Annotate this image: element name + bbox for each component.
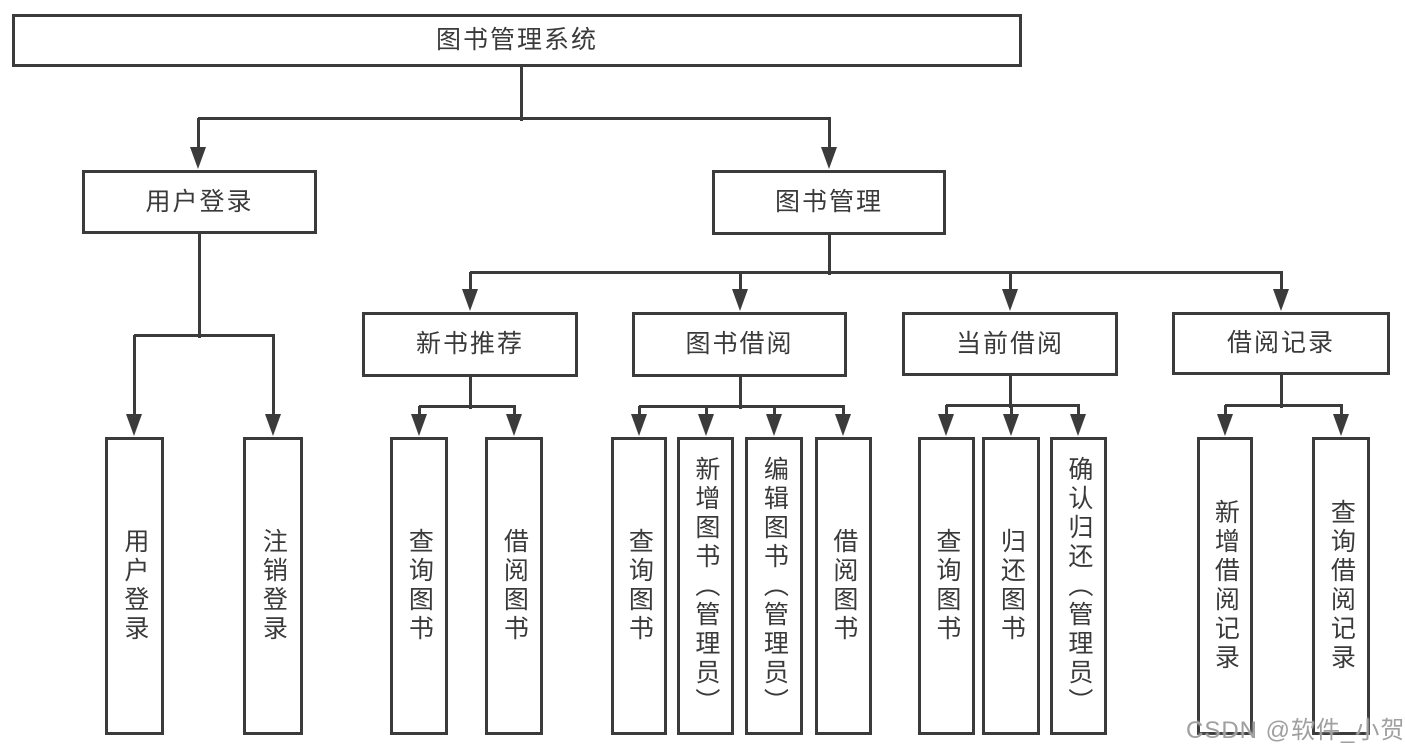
connector-arrowhead bbox=[1273, 289, 1289, 311]
node-label-leaf-add-books: 新增图书（管理员） bbox=[691, 455, 720, 717]
connector-arrow-stem bbox=[197, 118, 200, 153]
node-leaf-borrow-books-2: 借阅图书 bbox=[815, 437, 872, 735]
connector-arrow-stem bbox=[272, 335, 275, 420]
connector-arrowhead bbox=[506, 414, 522, 436]
connector-line bbox=[739, 376, 742, 409]
node-leaf-return-books: 归还图书 bbox=[982, 437, 1040, 735]
connector-arrowhead bbox=[631, 414, 647, 436]
connector-arrowhead bbox=[190, 147, 206, 169]
connector-arrow-stem bbox=[828, 118, 831, 153]
node-label-leaf-query-books-1: 查询图书 bbox=[405, 528, 434, 644]
node-leaf-confirm-return: 确认归还（管理员） bbox=[1050, 437, 1107, 735]
node-leaf-add-books: 新增图书（管理员） bbox=[677, 437, 734, 735]
connector-arrow-stem bbox=[638, 406, 641, 420]
node-label-current-borrowing: 当前借阅 bbox=[955, 329, 1064, 358]
node-leaf-edit-books: 编辑图书（管理员） bbox=[745, 437, 803, 735]
connector-arrow-stem bbox=[418, 406, 421, 420]
connector-line bbox=[198, 117, 831, 120]
connector-arrowhead bbox=[732, 289, 748, 311]
node-leaf-user-login: 用户登录 bbox=[105, 437, 164, 735]
connector-arrow-stem bbox=[773, 406, 776, 420]
node-label-leaf-return-books: 归还图书 bbox=[997, 528, 1026, 644]
node-label-leaf-add-record: 新增借阅记录 bbox=[1211, 499, 1240, 673]
connector-line bbox=[639, 405, 845, 408]
node-current-borrowing: 当前借阅 bbox=[902, 312, 1118, 376]
connector-line bbox=[520, 66, 523, 121]
node-label-leaf-confirm-return: 确认归还（管理员） bbox=[1064, 455, 1093, 717]
connector-line bbox=[1225, 404, 1343, 407]
node-label-book-management: 图书管理 bbox=[774, 188, 883, 217]
node-label-leaf-edit-books: 编辑图书（管理员） bbox=[760, 455, 789, 717]
connector-arrowhead bbox=[1003, 414, 1019, 436]
connector-line bbox=[1009, 375, 1012, 408]
node-leaf-query-books-2: 查询图书 bbox=[611, 437, 667, 735]
connector-arrow-stem bbox=[739, 272, 742, 295]
connector-arrowhead bbox=[766, 414, 782, 436]
node-book-borrowing: 图书借阅 bbox=[632, 312, 847, 377]
connector-line bbox=[470, 271, 1283, 274]
node-label-borrowing-records: 借阅记录 bbox=[1226, 329, 1335, 358]
node-root: 图书管理系统 bbox=[12, 14, 1022, 67]
node-book-management: 图书管理 bbox=[712, 170, 946, 235]
connector-arrowhead bbox=[411, 414, 427, 436]
connector-arrow-stem bbox=[469, 272, 472, 295]
connector-line bbox=[469, 376, 472, 409]
node-leaf-query-books-1: 查询图书 bbox=[390, 437, 448, 735]
connector-arrowhead bbox=[698, 414, 714, 436]
node-label-leaf-user-login: 用户登录 bbox=[120, 528, 149, 644]
node-user-login: 用户登录 bbox=[82, 170, 317, 234]
connector-arrowhead bbox=[938, 414, 954, 436]
connector-line bbox=[828, 234, 831, 275]
connector-arrowhead bbox=[821, 147, 837, 169]
connector-arrow-stem bbox=[705, 406, 708, 420]
csdn-watermark: CSDN @软件_小贺同学 bbox=[1186, 717, 1405, 744]
connector-arrow-stem bbox=[945, 405, 948, 420]
connector-line bbox=[1280, 374, 1283, 408]
node-new-book-recommend: 新书推荐 bbox=[362, 312, 578, 377]
node-leaf-query-record: 查询借阅记录 bbox=[1312, 437, 1370, 735]
connector-arrowhead bbox=[1333, 414, 1349, 436]
connector-line bbox=[198, 233, 201, 338]
connector-arrow-stem bbox=[1009, 272, 1012, 295]
connector-arrowhead bbox=[462, 289, 478, 311]
connector-arrowhead bbox=[126, 414, 142, 436]
connector-arrow-stem bbox=[513, 406, 516, 420]
connector-arrowhead bbox=[1002, 289, 1018, 311]
node-borrowing-records: 借阅记录 bbox=[1172, 312, 1390, 375]
connector-arrowhead bbox=[1217, 414, 1233, 436]
connector-arrow-stem bbox=[1280, 272, 1283, 295]
node-leaf-borrow-books-1: 借阅图书 bbox=[485, 437, 543, 735]
node-label-leaf-borrow-books-2: 借阅图书 bbox=[829, 528, 858, 644]
node-leaf-logout: 注销登录 bbox=[243, 437, 303, 735]
node-leaf-add-record: 新增借阅记录 bbox=[1197, 437, 1253, 735]
connector-arrow-stem bbox=[1340, 405, 1343, 420]
node-label-root: 图书管理系统 bbox=[435, 26, 598, 55]
connector-line bbox=[134, 334, 275, 337]
connector-arrow-stem bbox=[842, 406, 845, 420]
connector-line bbox=[946, 404, 1080, 407]
connector-arrow-stem bbox=[1224, 405, 1227, 420]
connector-arrowhead bbox=[1070, 414, 1086, 436]
connector-arrowhead bbox=[265, 414, 281, 436]
connector-arrow-stem bbox=[133, 335, 136, 420]
connector-line bbox=[419, 405, 516, 408]
connector-arrowhead bbox=[835, 414, 851, 436]
node-label-leaf-borrow-books-1: 借阅图书 bbox=[500, 528, 529, 644]
node-label-leaf-query-books-2: 查询图书 bbox=[625, 528, 654, 644]
node-label-new-book-recommend: 新书推荐 bbox=[415, 330, 524, 359]
node-label-leaf-query-record: 查询借阅记录 bbox=[1327, 499, 1356, 673]
node-label-leaf-logout: 注销登录 bbox=[259, 528, 288, 644]
node-label-user-login: 用户登录 bbox=[145, 187, 254, 216]
node-label-leaf-query-books-3: 查询图书 bbox=[932, 528, 961, 644]
node-label-book-borrowing: 图书借阅 bbox=[685, 330, 794, 359]
connector-arrow-stem bbox=[1077, 405, 1080, 420]
node-leaf-query-books-3: 查询图书 bbox=[918, 437, 975, 735]
connector-arrow-stem bbox=[1010, 405, 1013, 420]
